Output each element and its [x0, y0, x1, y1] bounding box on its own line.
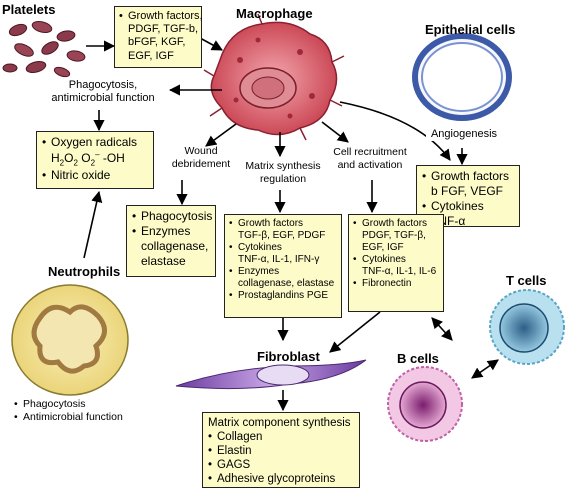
macrophage-title: Macrophage [236, 6, 313, 21]
macrophage-illustration [203, 13, 345, 141]
epithelial-cells-illustration [412, 33, 512, 121]
recruit-cytokines-item: Cytokines [353, 254, 439, 266]
wound-enzymes-sub-1: collagenase, [141, 239, 209, 253]
platelets-illustration [2, 21, 86, 78]
neutrophil-illustration [11, 284, 129, 396]
matrix-synthesis-label: Matrix synthesis regulation [245, 160, 321, 185]
arrow-macrophage-to-epithelial-box [339, 101, 451, 161]
wound-debridement-label: Wound debridement [171, 145, 231, 170]
epithelial-growth-factors-sub: b FGF, VEGF [431, 184, 504, 198]
epithelial-cells-title: Epithelial cells [425, 22, 516, 37]
wound-debridement-box: Phagocytosis Enzymes collagenase, elasta… [126, 205, 216, 277]
platelet-factors-line-1: Growth factors, [119, 10, 203, 23]
angiogenesis-label: Angiogenesis [426, 128, 502, 142]
matrix-prostaglandins-item: Prostaglandins PGE [229, 290, 337, 302]
arrow-neutrophils-to-oxygen [83, 190, 103, 259]
matrix-cytokines-item: Cytokines [229, 242, 337, 254]
matrix-enzymes-item: Enzymes [229, 266, 337, 278]
recruit-fibronectin-item: Fibronectin [353, 278, 439, 290]
oxygen-radicals-item: Oxygen radicals [42, 135, 148, 150]
adhesive-glycoproteins-item: Adhesive glycoproteins [208, 472, 354, 486]
matrix-component-heading: Matrix component synthesis [208, 417, 351, 429]
platelet-factors-line-2: PDGF, TGF-b, [128, 23, 199, 36]
fibroblast-title: Fibroblast [257, 349, 320, 364]
arrow-macrophage-to-wound [205, 123, 237, 147]
arrow-macrophage-to-recruit [321, 121, 349, 143]
b-cell-illustration [387, 366, 463, 442]
recruit-growth-factors-sub-2: EGF, IGF [362, 242, 404, 253]
neutrophil-phagocytosis-item: Phagocytosis [14, 398, 123, 411]
peroxide-line: H2O2 O2– -OH [51, 150, 125, 168]
arrow-b-cells-to-t-cells [471, 359, 499, 379]
matrix-synthesis-box: Growth factors TGF-β, EGF, PDGF Cytokine… [224, 214, 342, 318]
arrow-recruit-box-to-b-cells [431, 317, 453, 341]
neutrophil-functions-list: Phagocytosis Antimicrobial function [14, 398, 123, 424]
matrix-component-box: Matrix component synthesis Collagen Elas… [202, 412, 360, 488]
oxygen-radicals-box: Oxygen radicals H2O2 O2– -OH Nitric oxid… [36, 131, 154, 189]
wound-enzymes-item: Enzymes [132, 224, 210, 239]
recruit-cytokines-sub: TNF-α, IL-1, IL-6 [362, 266, 437, 277]
platelets-title: Platelets [2, 2, 56, 17]
epithelial-growth-factors-item: Growth factors [422, 169, 514, 184]
matrix-cytokines-sub: TNF-α, IL-1, IFN-γ [238, 254, 320, 265]
t-cells-title: T cells [506, 273, 547, 288]
recruit-growth-factors-sub-1: PDGF, TGF-β, [362, 230, 426, 241]
matrix-enzymes-sub: collagenase, elastase [238, 278, 335, 289]
wound-phagocytosis-item: Phagocytosis [132, 209, 212, 224]
platelet-factors-line-3: bFGF, KGF, [128, 36, 186, 49]
phagocytosis-label: Phagocytosis, antimicrobial function [51, 79, 155, 105]
platelet-growth-factors-box: Growth factors, PDGF, TGF-b, bFGF, KGF, … [114, 6, 203, 68]
wound-enzymes-sub-2: elastase [141, 254, 186, 268]
t-cell-illustration [489, 289, 565, 365]
fibroblast-illustration [175, 359, 367, 390]
neutrophil-antimicrobial-item: Antimicrobial function [14, 411, 123, 424]
matrix-growth-factors-item: Growth factors [229, 218, 337, 230]
b-cells-title: B cells [397, 351, 439, 366]
collagen-item: Collagen [208, 430, 354, 444]
neutrophils-title: Neutrophils [48, 264, 121, 279]
nitric-oxide-item: Nitric oxide [42, 168, 148, 183]
cell-recruitment-label: Cell recruitment and activation [333, 146, 407, 171]
recruit-growth-factors-item: Growth factors [353, 218, 439, 230]
cell-recruitment-box: Growth factors PDGF, TGF-β, EGF, IGF Cyt… [348, 214, 444, 312]
elastin-item: Elastin [208, 444, 354, 458]
matrix-growth-factors-sub: TGF-β, EGF, PDGF [238, 230, 326, 241]
epithelial-cytokines-item: Cytokines [422, 199, 514, 214]
platelet-factors-line-4: EGF, IGF [128, 49, 174, 62]
gags-item: GAGS [208, 458, 354, 472]
arrow-recruit-box-to-fibroblast [329, 311, 381, 353]
arrow-box-to-macrophage [199, 37, 223, 51]
